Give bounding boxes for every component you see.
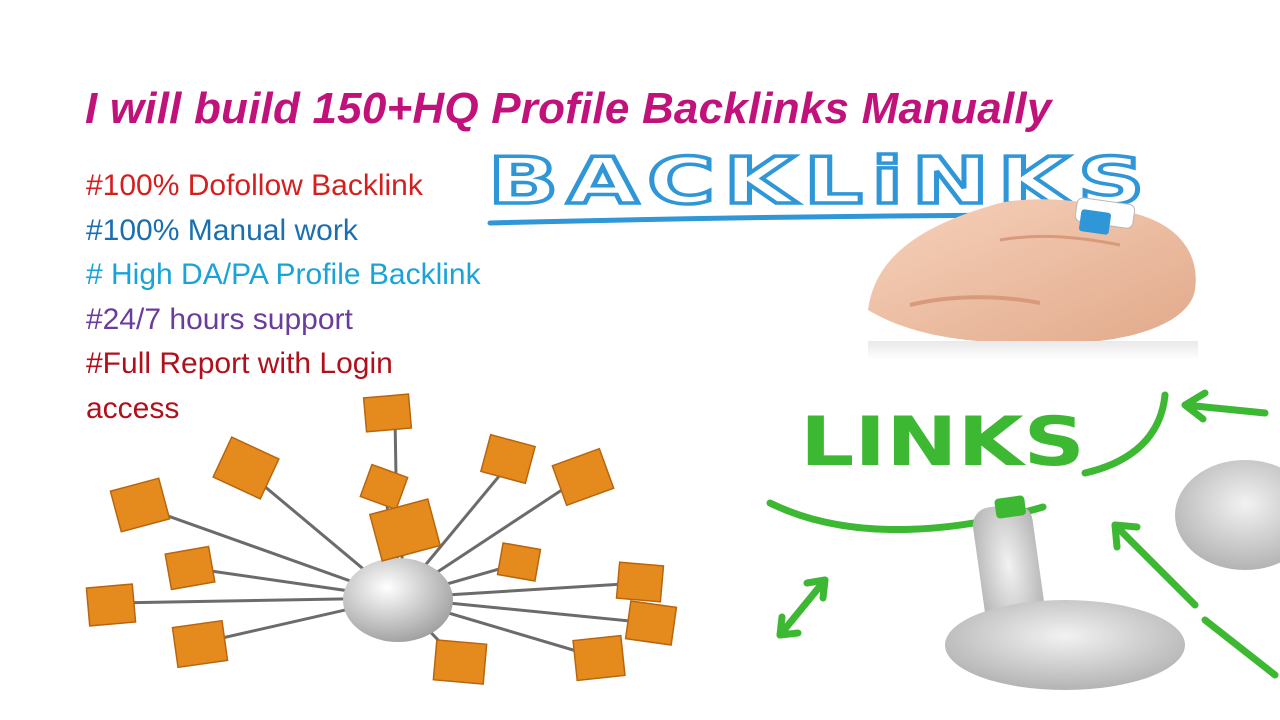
- feature-list: #100% Dofollow Backlink #100% Manual wor…: [86, 164, 546, 431]
- links-word: LINKS: [800, 403, 1085, 482]
- feature-item-manual: #100% Manual work: [86, 213, 358, 247]
- backlinks-hand-graphic: BACKLiNKS: [486, 145, 1198, 360]
- marker-pen-icon: [945, 495, 1185, 690]
- links-graphic: LINKS: [766, 389, 1280, 690]
- feature-item-dofollow: #100% Dofollow Backlink: [86, 169, 423, 202]
- marker-hand-icon: [868, 197, 1196, 344]
- page-title: I will build 150+HQ Profile Backlinks Ma…: [85, 84, 1052, 133]
- network-hub-icon: [85, 393, 678, 685]
- feature-item-support: #24/7 hours support: [86, 302, 353, 336]
- feature-item-report: #Full Report with Login access: [86, 347, 393, 425]
- feature-item-da-pa: # High DA/PA Profile Backlink: [86, 258, 481, 291]
